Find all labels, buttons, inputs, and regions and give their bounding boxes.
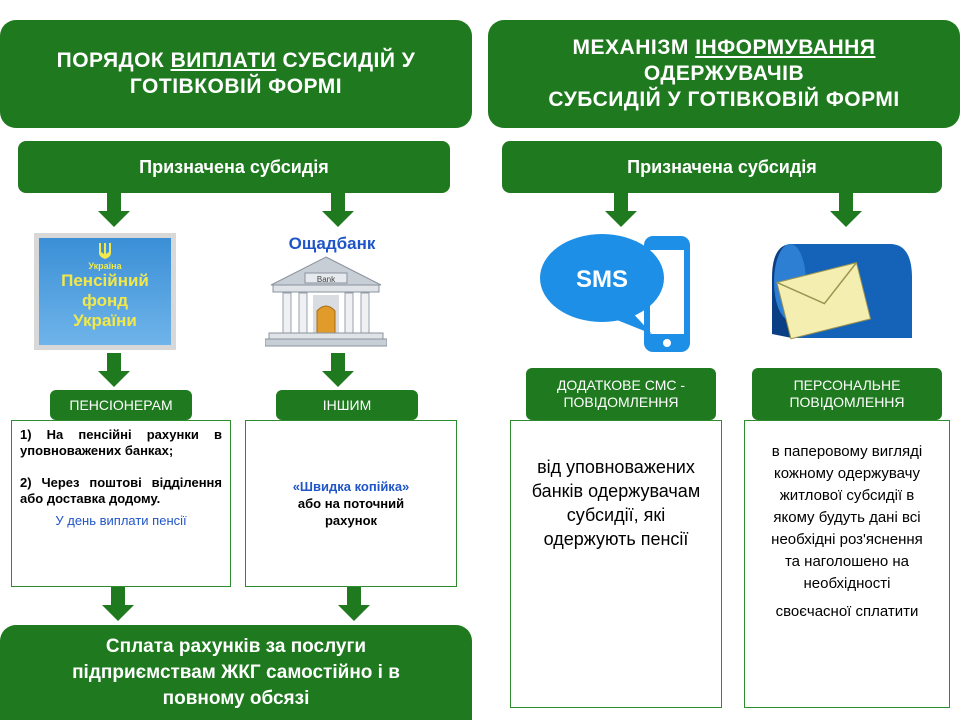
payment-bar: Сплата рахунків за послуги підприємствам…	[0, 625, 472, 720]
right-title-line2: ОДЕРЖУВАЧІВ	[643, 62, 805, 85]
sms-text: SMS	[576, 266, 628, 293]
left-title-post: СУБСИДІЙ У	[276, 49, 416, 72]
sms-content-box: від уповноважених банків одержувачам суб…	[510, 420, 722, 708]
others-content-box: «Швидка копійка» або на поточний рахунок	[245, 420, 457, 587]
left-title-pre: ПОРЯДОК	[56, 49, 171, 72]
pf-logo-line2: фонд	[81, 291, 129, 310]
payment-line1: Сплата рахунків за послуги	[105, 635, 367, 657]
down-arrow-icon	[322, 353, 354, 387]
personal-content-tail: своєчасної сплатити	[775, 603, 919, 620]
left-title-line2: ГОТІВКОВІЙ ФОРМІ	[129, 75, 343, 98]
right-title-underlined: ІНФОРМУВАННЯ	[695, 36, 876, 59]
right-title-box: МЕХАНІЗМ ІНФОРМУВАННЯ ОДЕРЖУВАЧІВ СУБСИД…	[488, 20, 960, 128]
down-arrow-icon	[98, 193, 130, 227]
down-arrow-icon	[322, 193, 354, 227]
others-line2: або на поточний рахунок	[297, 496, 405, 528]
right-title-line3: СУБСИДІЙ У ГОТІВКОВІЙ ФОРМІ	[548, 88, 900, 111]
bank-sign-text: Bank	[317, 275, 336, 284]
sms-phone-icon: SMS	[540, 234, 690, 352]
personal-label-line1: ПЕРСОНАЛЬНЕ	[793, 377, 901, 393]
pensioners-item1: 1) На пенсійні рахунки в уповноважених б…	[20, 427, 222, 458]
sms-label-line2: ПОВІДОМЛЕННЯ	[563, 394, 679, 410]
left-title-line1: ПОРЯДОК ВИПЛАТИ СУБСИДІЙ У	[57, 48, 416, 74]
sms-label: ДОДАТКОВЕ СМС - ПОВІДОМЛЕННЯ	[526, 368, 716, 420]
left-assigned-bar: Призначена субсидія	[18, 141, 450, 193]
bank-name: Ощадбанк	[288, 234, 376, 253]
sms-content-text: від уповноважених банків одержувачам суб…	[531, 457, 701, 549]
pensioners-label: ПЕНСІОНЕРАМ	[50, 390, 192, 420]
pensioners-content-box: 1) На пенсійні рахунки в уповноважених б…	[11, 420, 231, 587]
pensioners-item2: 2) Через поштові відділення або доставка…	[20, 475, 222, 506]
others-line1: «Швидка копійка»	[292, 479, 410, 494]
personal-content-box: в паперовому вигляді кожному одержувачу …	[744, 420, 950, 708]
down-arrow-icon	[605, 193, 637, 227]
payment-line2: підприємствам ЖКГ самостійно і в	[72, 661, 400, 683]
pension-fund-logo: Україна Пенсійний фонд України	[34, 233, 176, 350]
personal-content-text: в паперовому вигляді кожному одержувачу …	[771, 443, 923, 592]
personal-label: ПЕРСОНАЛЬНЕ ПОВІДОМЛЕННЯ	[752, 368, 942, 420]
down-arrow-icon	[102, 587, 134, 621]
payment-line3: повному обсязі	[162, 687, 310, 709]
pf-logo-line3: України	[73, 311, 137, 330]
others-label: ІНШИМ	[276, 390, 418, 420]
right-assigned-bar: Призначена субсидія	[502, 141, 942, 193]
bank-building-icon: Bank	[265, 256, 387, 347]
down-arrow-icon	[338, 587, 370, 621]
left-title-underlined: ВИПЛАТИ	[170, 49, 277, 72]
envelope-mailbox-icon	[772, 244, 912, 340]
down-arrow-icon	[830, 193, 862, 227]
pf-logo-country: Україна	[88, 261, 122, 271]
down-arrow-icon	[98, 353, 130, 387]
pf-logo-line1: Пенсійний	[61, 271, 149, 290]
pensioners-note: У день виплати пенсії	[55, 513, 187, 528]
sms-label-line1: ДОДАТКОВЕ СМС -	[556, 377, 686, 393]
right-title-line1: МЕХАНІЗМ ІНФОРМУВАННЯ	[573, 35, 876, 61]
personal-label-line2: ПОВІДОМЛЕННЯ	[789, 394, 905, 410]
trident-icon	[99, 243, 111, 259]
right-title-pre: МЕХАНІЗМ	[572, 36, 696, 59]
left-title-box: ПОРЯДОК ВИПЛАТИ СУБСИДІЙ У ГОТІВКОВІЙ ФО…	[0, 20, 472, 128]
